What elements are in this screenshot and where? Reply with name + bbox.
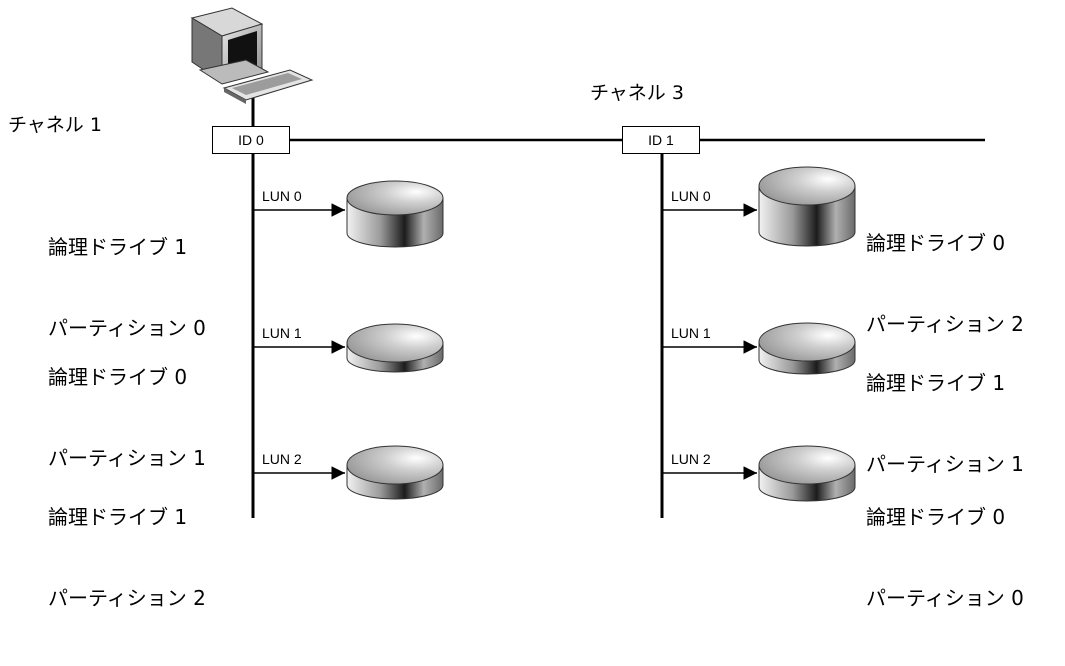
disk-drive-icon: [758, 322, 856, 375]
partition-text: パーティション 2: [866, 312, 1024, 336]
logical-drive-text: 論理ドライブ 1: [48, 505, 188, 529]
partition-text: パーティション 0: [866, 586, 1024, 610]
drive-label: 論理ドライブ 0 パーティション 1: [48, 310, 206, 526]
lun-label: LUN 0: [671, 188, 711, 204]
channel-label-right: チャネル 3: [590, 82, 684, 104]
disk-drive-icon: [346, 445, 444, 500]
disk-drive-icon: [346, 180, 444, 248]
drive-label: 論理ドライブ 0 パーティション 2: [866, 176, 1024, 392]
partition-text: パーティション 2: [48, 586, 206, 610]
disk-drive-icon: [346, 323, 444, 373]
lun-label: LUN 2: [671, 451, 711, 467]
disk-drive-icon: [758, 166, 856, 247]
logical-drive-text: 論理ドライブ 0: [48, 365, 188, 389]
channel-id-box-0: ID 0: [212, 126, 294, 158]
channel-id-label: ID 1: [648, 132, 674, 148]
partition-text: パーティション 1: [48, 446, 206, 470]
drive-label: 論理ドライブ 0 パーティション 0: [866, 450, 1024, 666]
lun-label: LUN 1: [262, 325, 302, 341]
logical-drive-text: 論理ドライブ 0: [866, 505, 1006, 529]
logical-drive-text: 論理ドライブ 1: [866, 371, 1006, 395]
drive-label: 論理ドライブ 1 パーティション 2: [48, 450, 206, 666]
diagram: ID 0 ID 1 チャネル 1 チャネル 3 LUN 0 LUN 1 LUN …: [8, 7, 1024, 610]
computer-icon: [190, 7, 314, 104]
logical-drive-text: 論理ドライブ 0: [866, 231, 1006, 255]
channel-label-left: チャネル 1: [8, 114, 102, 136]
channel-id-box-1: ID 1: [622, 126, 704, 158]
lun-label: LUN 0: [262, 188, 302, 204]
lun-label: LUN 2: [262, 451, 302, 467]
partition-text: パーティション 1: [866, 452, 1024, 476]
channel-id-label: ID 0: [238, 132, 264, 148]
diagram-lines: [190, 7, 985, 518]
drive-label: 論理ドライブ 1 パーティション 1: [866, 316, 1024, 532]
drive-label: 論理ドライブ 1 パーティション 0: [48, 180, 206, 396]
partition-text: パーティション 0: [48, 316, 206, 340]
logical-drive-text: 論理ドライブ 1: [48, 235, 188, 259]
disk-drive-icon: [758, 445, 856, 502]
lun-label: LUN 1: [671, 325, 711, 341]
